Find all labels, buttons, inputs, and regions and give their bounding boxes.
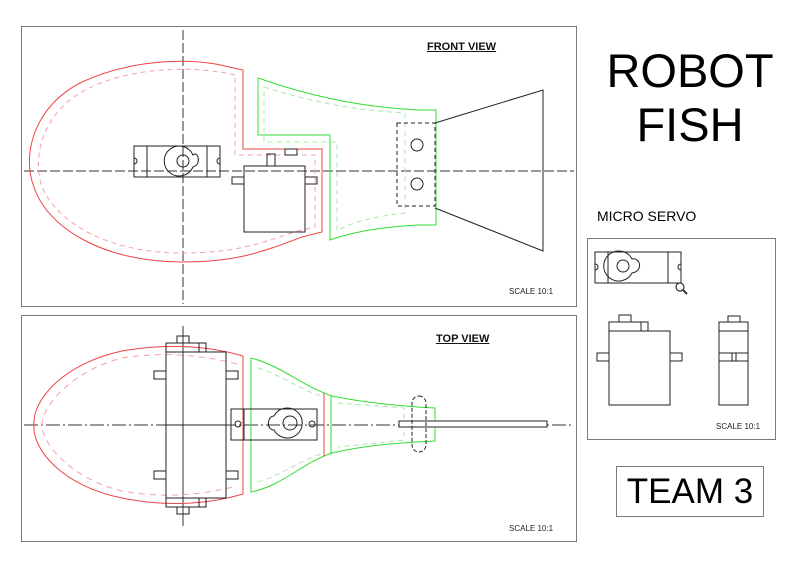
mount-hole-bottom: [410, 177, 424, 191]
tail-rod: [398, 420, 548, 428]
tail-fin: [434, 89, 544, 252]
front-view-drawing: [24, 30, 574, 304]
head-inner-outline: [41, 354, 238, 496]
tail-clamp: [411, 395, 427, 453]
mount-hole-top: [410, 138, 424, 152]
top-view-label: TOP VIEW: [436, 333, 490, 345]
servo-panel-title: MICRO SERVO: [597, 208, 697, 224]
top-view-drawing: [24, 326, 574, 526]
body-outline: [257, 77, 437, 241]
servo-top-view: [594, 250, 682, 284]
top-view-panel: TOP VIEW SCALE 10:1: [21, 315, 577, 542]
drawing-title: ROBOT FISH: [590, 44, 790, 152]
front-view-label: FRONT VIEW: [427, 41, 497, 53]
body-inner-outline: [263, 86, 406, 232]
head-outline: [33, 345, 244, 505]
title-line-2: FISH: [636, 98, 744, 151]
micro-servo-panel: SCALE 10:1: [587, 238, 776, 440]
servo-panel-scale: SCALE 10:1: [716, 422, 761, 431]
title-line-1: ROBOT: [606, 44, 774, 97]
body-outline: [250, 357, 436, 493]
center-servo: [230, 407, 318, 441]
head-outline: [28, 60, 323, 263]
top-view-scale: SCALE 10:1: [509, 524, 554, 533]
front-view-panel: FRONT VIEW SCALE 10:1: [21, 26, 577, 307]
servo-side-view: [231, 148, 318, 233]
servo-side-view: [718, 315, 749, 406]
servo-front-view: [596, 314, 683, 406]
twin-servos: [153, 335, 239, 515]
front-view-scale: SCALE 10:1: [509, 287, 554, 296]
micro-servo-drawing: [594, 250, 749, 406]
tail-mount: [396, 122, 436, 207]
team-label: TEAM 3: [616, 466, 764, 517]
magnifier-icon[interactable]: [675, 282, 688, 295]
servo-top-view: [133, 145, 221, 178]
